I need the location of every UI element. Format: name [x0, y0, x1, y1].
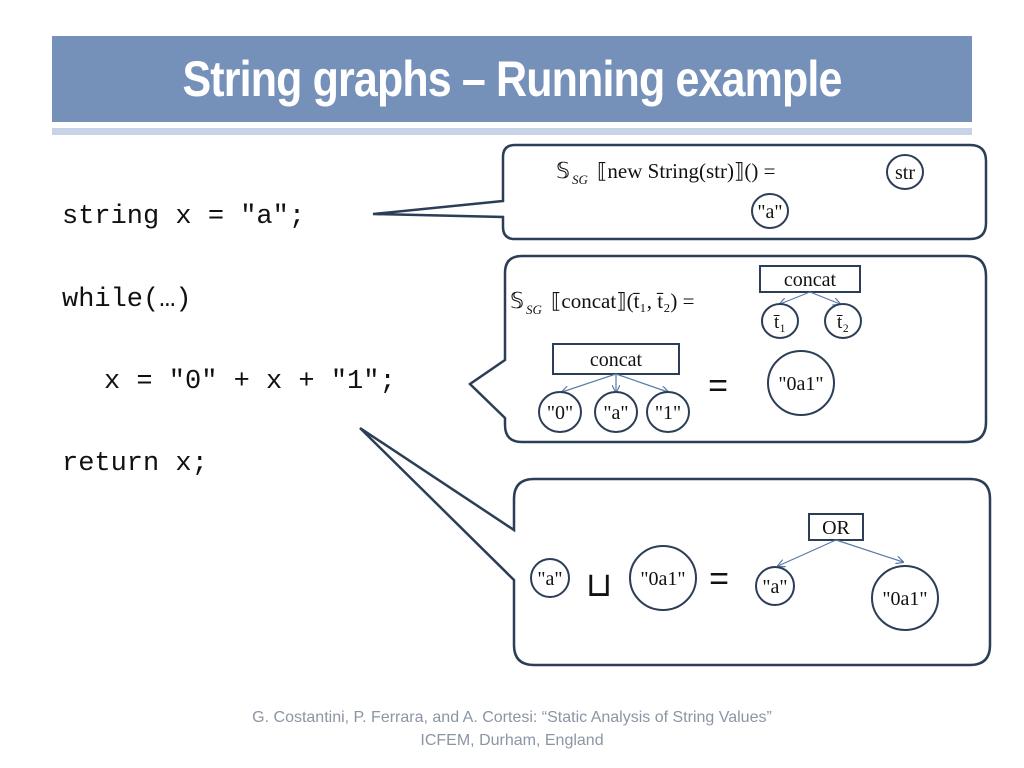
node-join-a-label: "a" [537, 568, 562, 590]
node-str [886, 154, 924, 190]
node-a [751, 193, 789, 229]
equals-sign-2: = [709, 560, 729, 598]
node-0a1 [767, 350, 835, 416]
edge-concat-1 [615, 373, 668, 392]
formula-sem-subscript-2: SG [526, 302, 543, 317]
callout-join: "a" ⊔ "0a1" = OR "a" "0a1" [359, 426, 992, 667]
title-divider [52, 128, 972, 135]
code-line-2: while(…) [62, 285, 192, 315]
node-or-a [755, 566, 795, 606]
callout-shape-1 [372, 143, 988, 241]
formula-concat: ⟦concat⟧(t̄₁, t̄₂) = [551, 289, 694, 313]
node-or-label: OR [822, 517, 850, 539]
node-concat-bottom [552, 343, 680, 375]
node-concat-bottom-label: concat [590, 349, 643, 371]
formula-sem-symbol-2: 𝕊 [510, 288, 524, 313]
node-0a1-label: "0a1" [778, 373, 823, 395]
join-symbol: ⊔ [586, 565, 613, 605]
node-concat-top-label: concat [784, 269, 837, 291]
callout-concat: 𝕊 SG ⟦concat⟧(t̄₁, t̄₂) = concat t̄₁ t̄₂… [468, 254, 988, 444]
node-a-2 [594, 391, 638, 433]
node-1 [646, 391, 690, 433]
slide-title: String graphs – Running example [182, 51, 842, 107]
formula-new-string: ⟦new String(str)⟧() = [597, 159, 775, 183]
footer-venue: ICFEM, Durham, England [420, 732, 604, 749]
formula-sem-symbol: 𝕊 [556, 158, 570, 183]
title-bar [52, 36, 972, 122]
node-1-label: "1" [655, 402, 681, 424]
node-t2-label: t̄₂ [837, 312, 849, 333]
node-t1 [761, 303, 799, 339]
edge-concat-0 [562, 373, 617, 392]
edge-or-a [778, 539, 837, 566]
callout-new-string: 𝕊 SG ⟦new String(str)⟧() = str "a" [372, 143, 988, 241]
node-str-label: str [895, 162, 915, 184]
code-line-1: string x = "a"; [62, 202, 306, 232]
footer-citation: G. Costantini, P. Ferrara, and A. Cortes… [252, 709, 772, 726]
code-line-4: return x; [62, 449, 208, 479]
node-0-label: "0" [547, 402, 573, 424]
equals-sign-1: = [708, 367, 728, 405]
node-or-0a1 [871, 565, 939, 631]
callout-shape-3 [359, 426, 992, 667]
node-0 [538, 391, 582, 433]
node-join-0a1-label: "0a1" [640, 568, 685, 590]
node-or-a-label: "a" [762, 576, 787, 598]
node-a-label: "a" [757, 201, 782, 223]
node-a-2-label: "a" [603, 402, 628, 424]
callout-shape-2 [468, 254, 988, 444]
edge-or-0a1 [835, 539, 903, 562]
edge-concat-t1 [780, 291, 811, 304]
node-join-0a1 [629, 545, 697, 611]
node-concat-top [759, 265, 861, 293]
node-t2 [824, 303, 862, 339]
node-join-a [530, 558, 570, 598]
node-t1-label: t̄₁ [774, 312, 786, 333]
formula-sem-subscript: SG [572, 172, 589, 187]
edge-concat-t2 [809, 291, 840, 304]
code-line-3: x = "0" + x + "1"; [104, 367, 396, 397]
node-or-0a1-label: "0a1" [882, 588, 927, 610]
